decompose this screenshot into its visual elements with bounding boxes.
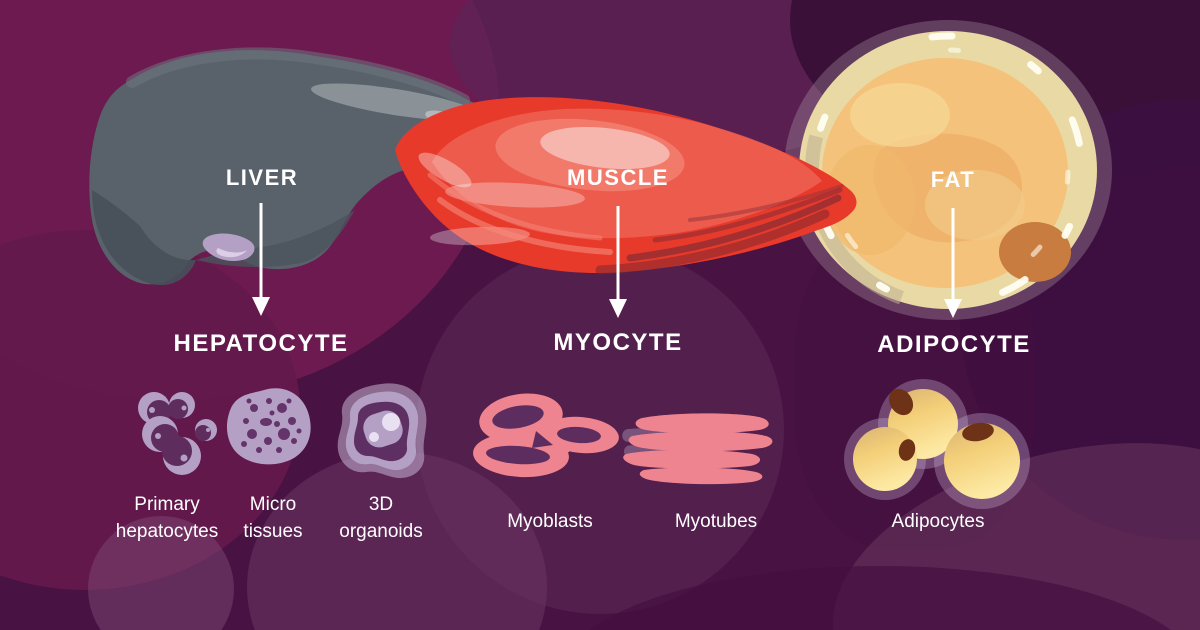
- gallbladder-highlight: [216, 248, 247, 258]
- adipocyte-label: ADIPOCYTE: [877, 331, 1031, 358]
- liver-label: LIVER: [225, 165, 299, 190]
- myoblasts-label: Myoblasts: [507, 511, 593, 532]
- muscle-gloss-2: [445, 182, 585, 208]
- primary-hepatocytes-label: Primary hepatocytes: [115, 494, 219, 542]
- muscle-dark-fiber-2: [652, 187, 843, 243]
- muscle-label: MUSCLE: [567, 165, 669, 190]
- myoblasts-icon: [473, 393, 619, 478]
- fat-organ-illustration: [784, 20, 1112, 320]
- muscle-dark-fiber-3: [688, 184, 844, 222]
- hepatocyte-label: HEPATOCYTE: [173, 330, 349, 357]
- myotubes-label: Myotubes: [674, 511, 758, 532]
- fat-light-patch-top: [850, 83, 950, 147]
- liver-organ-illustration: [89, 47, 494, 286]
- myocyte-label: MYOCYTE: [553, 329, 683, 356]
- liver-top-edge: [126, 47, 470, 106]
- liver-to-hepatocyte-arrow: [252, 203, 270, 316]
- fat-label: FAT: [930, 167, 976, 192]
- muscle-gloss-1: [540, 126, 670, 170]
- muscle-organ-illustration: [395, 97, 857, 275]
- fat-light-patch-left: [825, 145, 915, 255]
- muscle-dark-fiber-1: [626, 194, 842, 262]
- myotubes-icon: [622, 413, 773, 485]
- adipocytes-label: Adipocytes: [891, 511, 985, 532]
- micro-tissues-label: Micro tissues: [243, 494, 303, 542]
- fat-rim-marks: [810, 32, 1086, 308]
- muscle-pink-fiber-1: [437, 197, 613, 255]
- liver-lower-lobe-shadow: [92, 190, 196, 286]
- muscle-gloss-4: [418, 152, 472, 188]
- muscle-light-patch: [495, 118, 685, 192]
- fat-to-adipocyte-arrow: [944, 208, 962, 318]
- 3d-organoids-label: 3D organoids: [339, 494, 423, 542]
- background-blob-circle-bottomleft: [88, 516, 234, 630]
- 3d-organoids-icon: [337, 383, 427, 479]
- adipocytes-icon: [844, 379, 1030, 509]
- fat-light-patch-right: [925, 170, 1025, 240]
- muscle-pink-fiber-2: [427, 172, 603, 241]
- muscle-dark-fiber-4: [595, 209, 830, 275]
- micro-tissues-icon: [226, 388, 311, 465]
- muscle-to-myocyte-arrow: [609, 206, 627, 318]
- primary-hepatocytes-icon: [138, 392, 217, 475]
- fat-rim-marks-inner: [825, 47, 1071, 293]
